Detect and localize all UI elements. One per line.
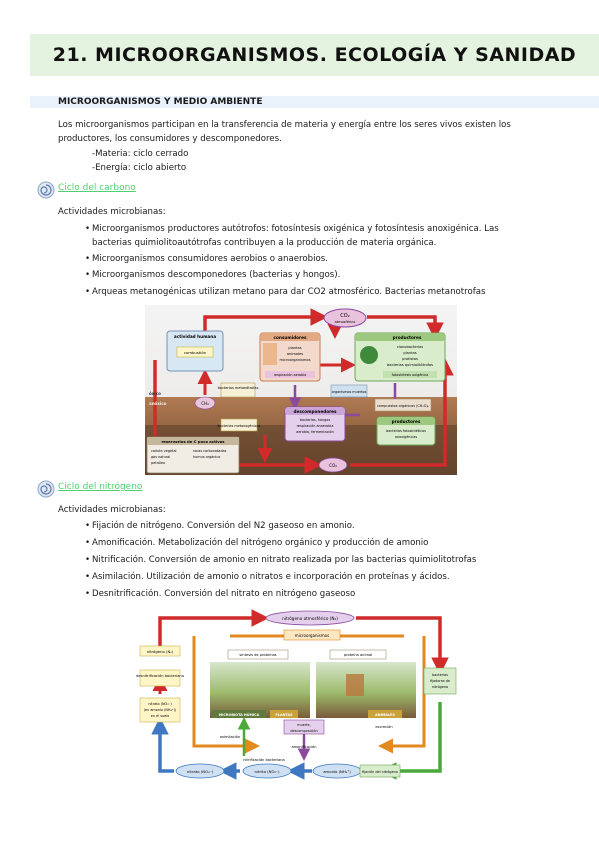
soil-oxic: óxico bbox=[149, 391, 161, 396]
fijadoras-2: fijadoras de bbox=[430, 679, 450, 683]
nitrogen-bullet-2: Amonificación. Metabolización del nitróg… bbox=[85, 536, 552, 550]
carbon-bullet-1: Microorganismos productores autótrofos: … bbox=[85, 222, 543, 236]
reservas-item-5: humus orgánico bbox=[193, 455, 220, 459]
metanotrofas: bacterias metanótrofas bbox=[218, 386, 259, 390]
producers-item-2: plantas bbox=[403, 351, 416, 355]
deer-landscape-image bbox=[316, 662, 416, 718]
amonio-ellipse: amonio (NH₄⁺) bbox=[323, 769, 351, 774]
fijadoras-1: bacterias bbox=[432, 673, 448, 677]
fijadoras-3: nitrógeno bbox=[432, 685, 448, 689]
nitrogen-bullet-3: Nitrificación. Conversión de amonio en n… bbox=[85, 553, 552, 567]
intro-line2: productores, los consumidores y descompo… bbox=[58, 134, 282, 144]
nitrato-suelo-2: (en amonio (NH₄⁺)) bbox=[144, 708, 177, 712]
dead-organisms: organismos muertos bbox=[332, 390, 367, 394]
co2-top: CO₂ bbox=[340, 313, 349, 319]
productores2-title: productores bbox=[392, 419, 421, 424]
microbiota-label: MICROBIOTA HÚMICA bbox=[219, 712, 260, 717]
producers-title: productores bbox=[393, 335, 422, 340]
fijacion-label: fijación del nitrógeno bbox=[362, 770, 398, 774]
ch4-label: CH₄ bbox=[201, 401, 209, 406]
consumers-item-1: plantas bbox=[288, 346, 301, 350]
nitrogen-cycle-diagram: nitrógeno atmosférico (N₂) microorganism… bbox=[136, 609, 457, 780]
consumers-item-3: microorganismos bbox=[280, 358, 311, 362]
consumers-resp: respiración aerobia bbox=[274, 373, 307, 377]
amonificacion: amonificación bbox=[291, 745, 316, 749]
nitrogen-bullet-5: Desnitrificación. Conversión del nitrato… bbox=[85, 587, 552, 601]
producers-item-4: bacterias quimiolitótrofas bbox=[387, 363, 433, 367]
descomp-title: descomponedores bbox=[293, 409, 337, 414]
microorganisms-box: microorganismos bbox=[295, 633, 329, 638]
n2-atmospheric: nitrógeno atmosférico (N₂) bbox=[282, 616, 338, 621]
consumers-item-2: animales bbox=[287, 352, 303, 356]
soil-anoxic: anóxico bbox=[149, 401, 167, 406]
nitrato-suelo-1: nitrato (NO₃⁻) bbox=[148, 702, 172, 706]
carbon-bullet-4: Arqueas metanogénicas utilizan metano pa… bbox=[85, 285, 552, 299]
nitrato-ellipse: nitrato (NO₃⁻) bbox=[187, 769, 214, 774]
productores2-item-1: bacterias fotosintéticas bbox=[386, 429, 426, 433]
plantas-label: PLANTAS bbox=[275, 713, 293, 717]
deer-icon bbox=[263, 343, 277, 365]
carbon-bullet-2: Microorganismos consumidores aerobios o … bbox=[85, 252, 552, 266]
sintesis-proteinas: síntesis de proteínas bbox=[239, 653, 276, 657]
section-heading-bar: MICROORGANISMOS Y MEDIO AMBIENTE bbox=[30, 96, 599, 108]
intro-line1: Los microorganismos participan en la tra… bbox=[58, 120, 511, 130]
nitrificacion-label: nitrificación bacteriana bbox=[243, 758, 284, 762]
reservas-item-1: carbón vegetal bbox=[151, 449, 177, 453]
muerte-1: muerte, bbox=[297, 723, 310, 727]
desnitrif-1: desnitrificación bacteriana bbox=[136, 674, 184, 678]
producers-item-1: cianobacterias bbox=[397, 345, 423, 349]
consumers-title: consumidores bbox=[274, 335, 307, 340]
intro-energia: -Energía: ciclo abierto bbox=[92, 163, 187, 173]
nitrato-suelo-3: en el suelo bbox=[151, 714, 169, 718]
excrecion: excreción bbox=[375, 725, 392, 729]
carbon-bullet-3: Microorganismos descomponedores (bacteri… bbox=[85, 268, 552, 282]
asimilacion: asimilación bbox=[220, 735, 240, 739]
nitrogen-heading-link[interactable]: Ciclo del nitrógeno bbox=[58, 482, 143, 492]
producers-item-3: protistas bbox=[402, 357, 418, 361]
grass-soil-image bbox=[210, 662, 310, 718]
carbon-bullet-1-cont: bacterias quimiolitoautótrofas contribuy… bbox=[92, 238, 437, 248]
snail-icon bbox=[37, 181, 55, 199]
page-title: 21. MICROORGANISMOS. ECOLOGÍA Y SANIDAD bbox=[52, 44, 577, 66]
metanogenicas: bacterias metanogénicas bbox=[218, 424, 261, 428]
animales-label: ANIMALES bbox=[375, 713, 395, 717]
descomp-item-3: aerobia, fermentación bbox=[296, 430, 333, 434]
nitrogen-activities-label: Actividades microbianas: bbox=[58, 505, 166, 515]
intro-materia: -Materia: ciclo cerrado bbox=[92, 149, 189, 159]
n2-left: nitrógeno (N₂) bbox=[147, 649, 174, 654]
nitrito-ellipse: nitrito (NO₂⁻) bbox=[255, 769, 280, 774]
organic-compounds: compuestos orgánicos (CH₂O)ₙ bbox=[377, 404, 430, 408]
snail-icon bbox=[37, 480, 55, 498]
human-title: actividad humana bbox=[174, 334, 216, 339]
reservas-item-3: petróleo bbox=[151, 461, 165, 465]
co2-top-sub: atmosférico bbox=[335, 320, 356, 324]
descomp-item-1: bacterias, hongos bbox=[300, 418, 330, 422]
human-item: combustión bbox=[184, 350, 207, 355]
carbon-activities-label: Actividades microbianas: bbox=[58, 207, 166, 217]
producers-foto: fotosíntesis oxigénica bbox=[392, 373, 429, 377]
carbon-heading-link[interactable]: Ciclo del carbono bbox=[58, 183, 136, 193]
co2-bottom: CO₂ bbox=[329, 463, 337, 468]
muerte-2: descomposición bbox=[290, 729, 317, 733]
nitrogen-bullet-4: Asimilación. Utilización de amonio o nit… bbox=[85, 570, 552, 584]
deer-icon bbox=[346, 674, 364, 696]
nitrogen-bullet-1: Fijación de nitrógeno. Conversión del N2… bbox=[85, 519, 552, 533]
reservas-item-2: gas natural bbox=[151, 455, 170, 459]
section-heading: MICROORGANISMOS Y MEDIO AMBIENTE bbox=[58, 97, 263, 107]
productores2-item-2: anoxigénicas bbox=[395, 435, 417, 439]
proteina-animal: proteína animal bbox=[344, 653, 372, 657]
title-bar: 21. MICROORGANISMOS. ECOLOGÍA Y SANIDAD bbox=[30, 34, 599, 76]
carbon-cycle-diagram: CO₂ atmosférico actividad humana combust… bbox=[145, 305, 457, 475]
reservas-title: reservorios de C poco activos bbox=[161, 439, 225, 444]
descomp-item-2: respiración anaerobia bbox=[297, 424, 334, 428]
plant-icon bbox=[360, 346, 378, 364]
reservas-item-4: rocas carbonatadas bbox=[193, 449, 227, 453]
